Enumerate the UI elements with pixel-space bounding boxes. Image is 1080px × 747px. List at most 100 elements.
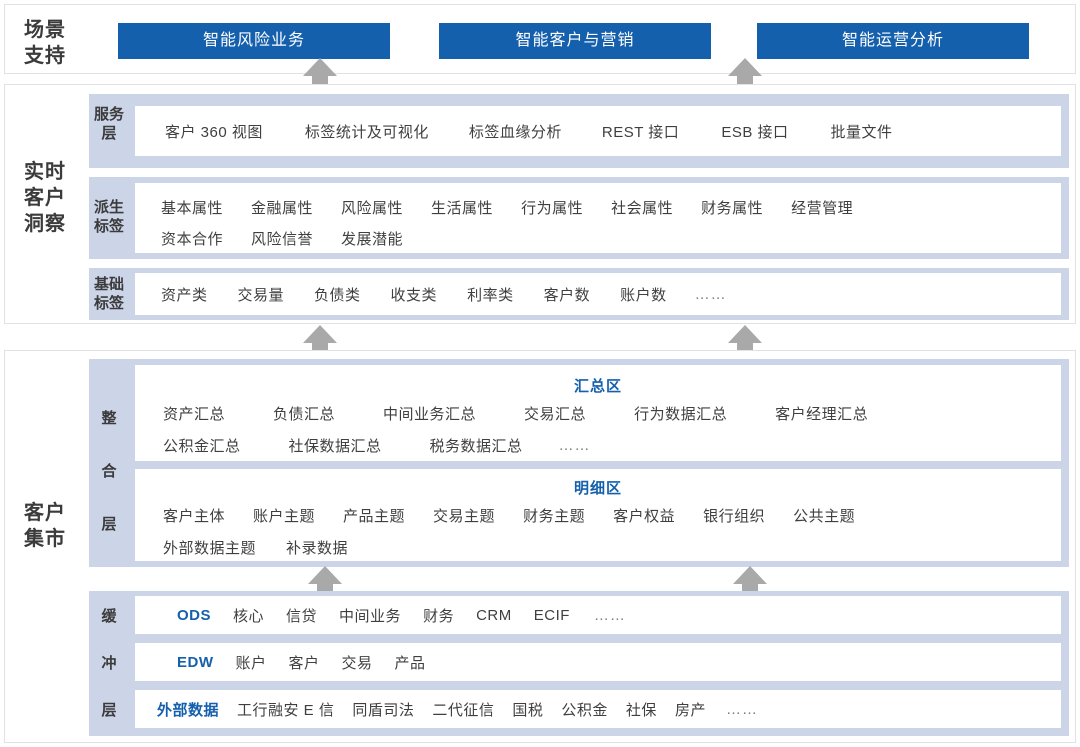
scenario-button-risk[interactable]: 智能风险业务: [118, 23, 390, 59]
ods-row-box: ODS 核心 信贷 中间业务 财务 CRM ECIF ……: [135, 596, 1061, 634]
ods-item-intermediate-business[interactable]: 中间业务: [339, 607, 402, 625]
summary-item-asset[interactable]: 资产汇总: [163, 405, 226, 423]
derived-item-social[interactable]: 社会属性: [611, 199, 674, 217]
derived-item-financial[interactable]: 财务属性: [701, 199, 764, 217]
edw-item-transaction[interactable]: 交易: [341, 654, 373, 672]
detail-item-bank-org[interactable]: 银行组织: [703, 507, 766, 525]
summary-item-transaction[interactable]: 交易汇总: [524, 405, 587, 423]
scenario-support-section: 场景 支持 智能风险业务 智能客户与营销 智能运营分析: [4, 4, 1076, 74]
basic-item-asset[interactable]: 资产类: [161, 286, 208, 304]
derived-item-potential[interactable]: 发展潜能: [341, 230, 404, 248]
edw-item-product[interactable]: 产品: [394, 654, 426, 672]
scenario-button-customer-marketing[interactable]: 智能客户与营销: [439, 23, 711, 59]
service-item-rest-api[interactable]: REST 接口: [601, 123, 680, 141]
external-data-label[interactable]: 外部数据: [157, 701, 220, 719]
mart-group-title: 客户 集市: [24, 502, 66, 550]
derived-item-management[interactable]: 经营管理: [791, 199, 854, 217]
summary-item-housing-fund[interactable]: 公积金汇总: [163, 437, 241, 455]
detail-item-supplementary-data[interactable]: 补录数据: [286, 539, 349, 557]
up-arrow-icon-insight-left: [303, 325, 337, 361]
summary-zone-title: 汇总区: [573, 378, 622, 395]
basic-tag-box: 资产类 交易量 负债类 收支类 利率类 客户数 账户数 ……: [135, 273, 1061, 315]
external-item-national-tax[interactable]: 国税: [512, 701, 544, 719]
external-item-icbc-rongan[interactable]: 工行融安 E 信: [237, 701, 335, 719]
service-item-batch-file[interactable]: 批量文件: [830, 123, 893, 141]
detail-item-customer-entity[interactable]: 客户主体: [163, 507, 226, 525]
summary-item-intermediate-business[interactable]: 中间业务汇总: [383, 405, 477, 423]
basic-item-customer-count[interactable]: 客户数: [543, 286, 591, 304]
edw-item-customer[interactable]: 客户: [288, 654, 320, 672]
derived-item-capital[interactable]: 资本合作: [161, 230, 224, 248]
external-item-second-gen-credit[interactable]: 二代征信: [432, 701, 495, 719]
basic-item-account-count[interactable]: 账户数: [620, 286, 667, 304]
insight-group-title: 实时 客户 洞察: [24, 161, 66, 235]
derived-item-finance[interactable]: 金融属性: [251, 199, 314, 217]
ods-item-ecif[interactable]: ECIF: [533, 606, 570, 624]
summary-item-account-manager[interactable]: 客户经理汇总: [775, 405, 869, 423]
basic-tag-band: 基础 标签 资产类 交易量 负债类 收支类 利率类 客户数 账户数 ……: [89, 268, 1069, 320]
service-item-esb-api[interactable]: ESB 接口: [721, 123, 789, 141]
ods-item-crm[interactable]: CRM: [476, 606, 512, 624]
external-data-row-box: 外部数据 工行融安 E 信 同盾司法 二代征信 国税 公积金 社保 房产 ……: [135, 690, 1061, 728]
derived-item-risk[interactable]: 风险属性: [341, 199, 404, 217]
detail-item-customer-rights[interactable]: 客户权益: [613, 507, 676, 525]
basic-item-liability[interactable]: 负债类: [314, 286, 361, 304]
integration-layer-band: 整 合 层 汇总区 资产汇总 负债汇总 中间业务汇总 交易汇总 行为数据汇总 客…: [89, 359, 1069, 567]
up-arrow-icon-mart-right: [733, 566, 767, 602]
external-item-housing-fund[interactable]: 公积金: [561, 701, 608, 719]
detail-item-product-subject[interactable]: 产品主题: [343, 507, 406, 525]
ods-item-credit[interactable]: 信贷: [286, 607, 318, 625]
scenario-button-operation-analytics[interactable]: 智能运营分析: [757, 23, 1029, 59]
derived-item-life[interactable]: 生活属性: [431, 199, 494, 217]
derived-item-credit[interactable]: 风险信誉: [251, 230, 314, 248]
external-item-tongdun-judicial[interactable]: 同盾司法: [352, 701, 415, 719]
summary-zone-box: 汇总区 资产汇总 负债汇总 中间业务汇总 交易汇总 行为数据汇总 客户经理汇总 …: [135, 365, 1061, 461]
service-layer-band: 服务 层 客户 360 视图 标签统计及可视化 标签血缘分析 REST 接口 E…: [89, 94, 1069, 168]
basic-tag-label: 基础 标签: [93, 276, 124, 312]
ods-item-core[interactable]: 核心: [233, 607, 265, 625]
detail-item-transaction-subject[interactable]: 交易主题: [433, 507, 496, 525]
service-item-tag-stats[interactable]: 标签统计及可视化: [304, 123, 429, 141]
detail-item-finance-subject[interactable]: 财务主题: [523, 507, 586, 525]
basic-item-interest-rate[interactable]: 利率类: [467, 286, 514, 304]
summary-item-behavior-data[interactable]: 行为数据汇总: [634, 405, 728, 423]
ods-label[interactable]: ODS: [177, 606, 212, 624]
up-arrow-icon-scenario-left: [303, 58, 337, 94]
up-arrow-icon-scenario-right: [728, 58, 762, 94]
summary-item-ellipsis: ……: [558, 436, 591, 454]
detail-zone-box: 明细区 客户主体 账户主题 产品主题 交易主题 财务主题 客户权益 银行组织 公…: [135, 469, 1061, 561]
integration-layer-label: 整 合 层: [101, 410, 117, 533]
basic-item-income-expense[interactable]: 收支类: [390, 286, 438, 304]
customer-mart-section: 客户 集市 整 合 层 汇总区 资产汇总 负债汇总 中间业务汇总 交易汇总 行为…: [4, 350, 1076, 743]
derived-item-basic[interactable]: 基本属性: [161, 199, 224, 217]
summary-item-tax-data[interactable]: 税务数据汇总: [429, 437, 523, 455]
external-item-social-security[interactable]: 社保: [625, 701, 657, 719]
ods-item-finance[interactable]: 财务: [423, 607, 455, 625]
summary-item-social-security[interactable]: 社保数据汇总: [288, 437, 382, 455]
edw-item-account[interactable]: 账户: [235, 654, 267, 672]
buffer-layer-band: 缓 冲 层 ODS 核心 信贷 中间业务 财务 CRM ECIF ……: [89, 591, 1069, 736]
service-item-tag-lineage[interactable]: 标签血缘分析: [468, 123, 562, 141]
summary-item-liability[interactable]: 负债汇总: [273, 405, 336, 423]
derived-item-behavior[interactable]: 行为属性: [521, 199, 584, 217]
detail-zone-title: 明细区: [573, 480, 622, 497]
ods-item-ellipsis: ……: [593, 606, 626, 624]
realtime-insight-section: 实时 客户 洞察 服务 层 客户 360 视图 标签统计及可视化 标签血缘分析 …: [4, 84, 1076, 324]
external-item-ellipsis: ……: [725, 700, 758, 718]
basic-item-transaction-volume[interactable]: 交易量: [237, 286, 285, 304]
derived-tag-label: 派生 标签: [93, 199, 124, 235]
up-arrow-icon-insight-right: [728, 325, 762, 361]
up-arrow-icon-mart-left: [308, 566, 342, 602]
detail-item-external-data-subject[interactable]: 外部数据主题: [163, 539, 257, 557]
service-layer-box: 客户 360 视图 标签统计及可视化 标签血缘分析 REST 接口 ESB 接口…: [135, 106, 1061, 156]
edw-label[interactable]: EDW: [177, 653, 214, 671]
derived-tag-band: 派生 标签 基本属性 金融属性 风险属性 生活属性 行为属性 社会属性 财务属性…: [89, 177, 1069, 259]
detail-item-account-subject[interactable]: 账户主题: [253, 507, 316, 525]
external-item-real-estate[interactable]: 房产: [674, 701, 706, 719]
buffer-layer-label: 缓 冲 层: [101, 608, 117, 719]
detail-item-public-subject[interactable]: 公共主题: [793, 507, 856, 525]
service-item-customer360[interactable]: 客户 360 视图: [165, 123, 263, 141]
edw-row-box: EDW 账户 客户 交易 产品: [135, 643, 1061, 681]
basic-item-ellipsis: ……: [694, 285, 727, 303]
